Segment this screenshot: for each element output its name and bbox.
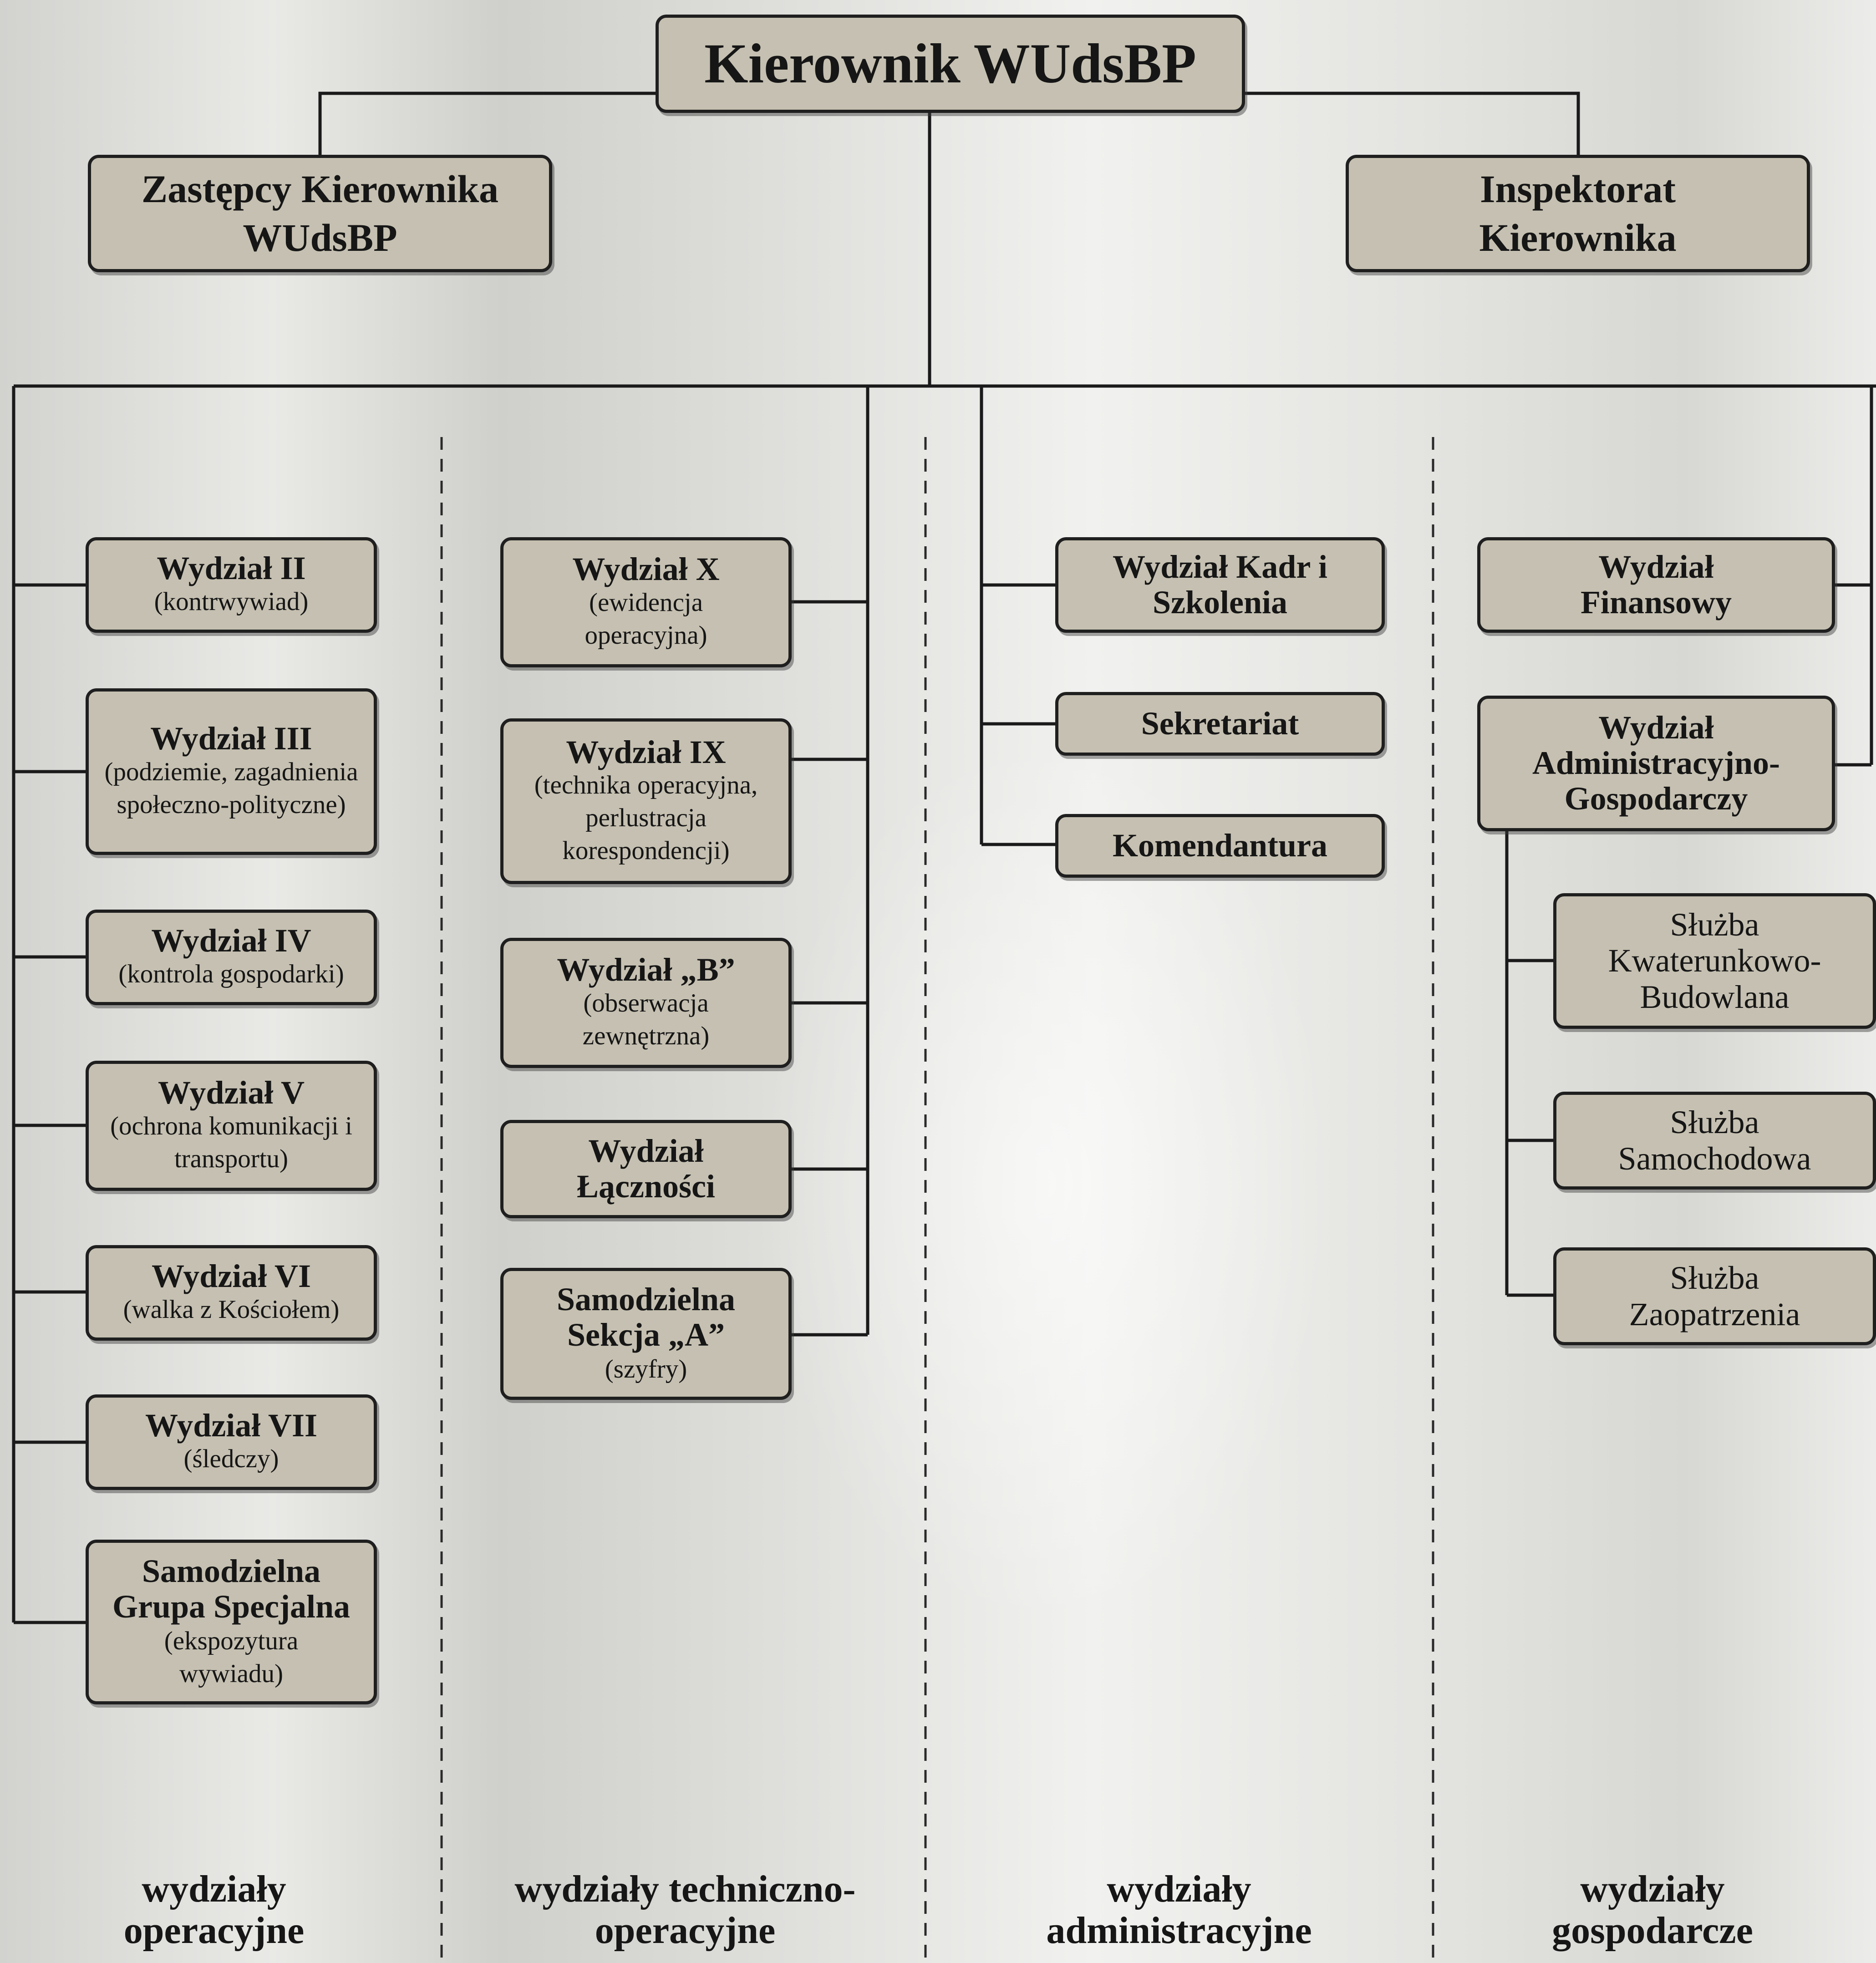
deputies-box: Zastępcy Kierownika WUdsBP [88, 155, 552, 272]
unit-box: Wydział IX (technika operacyjna, perlust… [500, 718, 792, 884]
unit-subtitle: (kontrola gospodarki) [118, 959, 344, 988]
unit-title: Sekretariat [1141, 705, 1299, 742]
unit-box: Wydział Administracyjno-Gospodarczy [1477, 696, 1835, 831]
service-title: Służba Zaopatrzenia [1629, 1260, 1800, 1332]
unit-subtitle: (obserwacja zewnętrzna) [582, 988, 710, 1050]
unit-title: Wydział Finansowy [1580, 549, 1732, 620]
unit-subtitle: (podziemie, zagadnienia społeczno-polity… [104, 757, 358, 819]
service-box: Służba Samochodowa [1553, 1092, 1876, 1190]
unit-title: Wydział VI [151, 1258, 311, 1295]
inspectorate-box: Inspektorat Kierownika [1346, 155, 1810, 272]
unit-box: Wydział VI (walka z Kościołem) [86, 1245, 377, 1341]
unit-title: Wydział IX [566, 733, 726, 770]
unit-box: Wydział IV (kontrola gospodarki) [86, 910, 377, 1005]
category-label: wydziały gospodarcze [1552, 1868, 1753, 1952]
unit-title: Wydział Administracyjno-Gospodarczy [1532, 709, 1780, 817]
unit-title: Samodzielna Sekcja „A” [556, 1281, 736, 1353]
unit-title: Komendantura [1112, 827, 1328, 864]
unit-box: Sekretariat [1055, 692, 1385, 756]
deputies-title: Zastępcy Kierownika WUdsBP [141, 167, 499, 260]
unit-box: Wydział Łączności [500, 1120, 792, 1218]
inspectorate-title: Inspektorat Kierownika [1479, 167, 1677, 260]
unit-subtitle: (ekspozytura wywiadu) [164, 1626, 299, 1688]
unit-subtitle: (technika operacyjna, perlustracja kores… [534, 771, 758, 865]
unit-title: Wydział III [150, 720, 312, 757]
unit-box: Samodzielna Sekcja „A” (szyfry) [500, 1268, 792, 1400]
unit-subtitle: (kontrwywiad) [154, 587, 309, 616]
unit-box: Wydział V (ochrona komunikacji i transpo… [86, 1061, 377, 1191]
unit-title: Wydział VII [145, 1407, 318, 1444]
unit-title: Wydział „B” [557, 951, 735, 988]
service-title: Służba Kwaterunkowo-Budowlana [1608, 906, 1821, 1015]
category-label: wydziały techniczno-operacyjne [514, 1868, 856, 1952]
unit-box: Komendantura [1055, 814, 1385, 878]
unit-subtitle: (ochrona komunikacji i transportu) [110, 1111, 352, 1173]
unit-box: Wydział VII (śledczy) [86, 1394, 377, 1490]
service-box: Służba Zaopatrzenia [1553, 1247, 1876, 1345]
unit-title: Wydział Kadr i Szkolenia [1112, 549, 1328, 620]
unit-box: Wydział X (ewidencja operacyjna) [500, 537, 792, 667]
unit-box: Samodzielna Grupa Specjalna (ekspozytura… [86, 1540, 377, 1704]
unit-subtitle: (śledczy) [183, 1444, 279, 1473]
line-head-deputies [318, 92, 656, 165]
unit-title: Samodzielna Grupa Specjalna [112, 1553, 351, 1625]
unit-subtitle: (walka z Kościołem) [123, 1295, 340, 1324]
unit-title: Wydział II [157, 550, 306, 587]
unit-subtitle: (ewidencja operacyjna) [585, 588, 707, 650]
service-title: Służba Samochodowa [1618, 1104, 1811, 1177]
head-title: Kierownik WUdsBP [704, 32, 1196, 95]
unit-subtitle: (szyfry) [605, 1354, 687, 1383]
line-head-inspectorate [1245, 92, 1580, 155]
category-label: wydziały administracyjne [1046, 1868, 1312, 1952]
unit-box: Wydział „B” (obserwacja zewnętrzna) [500, 938, 792, 1068]
head-box: Kierownik WUdsBP [656, 15, 1245, 113]
unit-box: Wydział II (kontrwywiad) [86, 537, 377, 633]
unit-title: Wydział V [158, 1074, 305, 1111]
unit-box: Wydział III (podziemie, zagadnienia społ… [86, 688, 377, 855]
service-box: Służba Kwaterunkowo-Budowlana [1553, 893, 1876, 1029]
unit-box: Wydział Kadr i Szkolenia [1055, 537, 1385, 633]
unit-title: Wydział IV [151, 922, 311, 959]
category-label: wydziały operacyjne [123, 1868, 305, 1952]
unit-title: Wydział Łączności [577, 1133, 715, 1205]
unit-title: Wydział X [572, 551, 720, 588]
unit-box: Wydział Finansowy [1477, 537, 1835, 633]
